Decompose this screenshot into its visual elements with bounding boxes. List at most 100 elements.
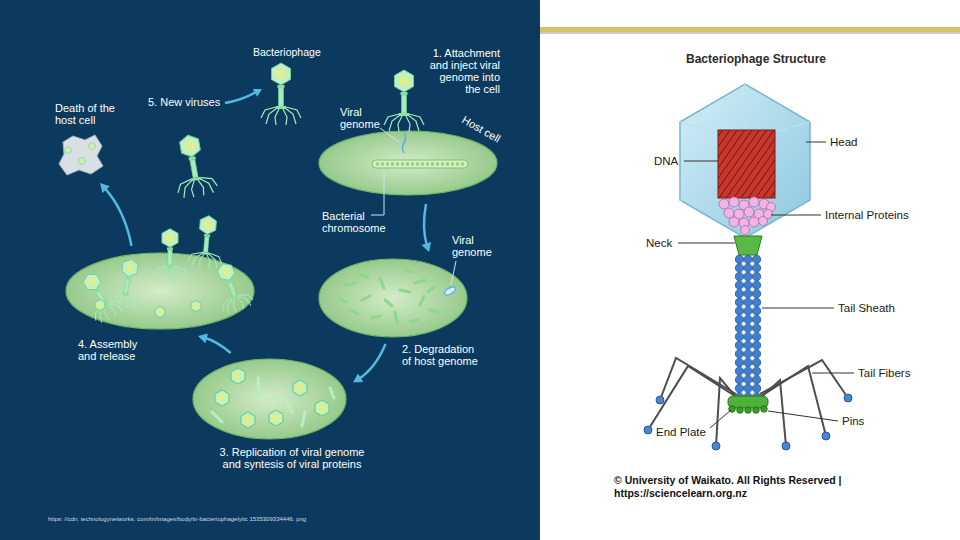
cell-contents-part-part [362,296,370,300]
illustration-part-part [744,207,754,217]
cell-contents-part-part [430,310,440,312]
illustration-part-part [741,226,750,235]
cell-contents-part-part [345,283,355,285]
illustration-part-part [768,411,838,421]
cell-remains-part [59,135,103,175]
illustration-part [729,406,768,414]
cell-contents-part [89,142,95,149]
part-label: End Plate [656,426,706,439]
arrow-head [353,374,363,383]
cell-ellipse [65,252,255,330]
cell-contents-part [107,257,147,311]
cycle-arrow [100,183,132,246]
cell-contents-part-part [360,275,368,277]
cell-contents-part-part [258,378,260,396]
cell-contents-part [212,378,334,426]
illustration-part [253,89,262,97]
cell-contents-part-part [350,310,358,314]
cell-contents-part [79,157,85,164]
source-url: https: //cdn. technologynetworks. com/tn… [48,516,306,523]
illustration-part [719,197,776,235]
illustration-part-part [844,394,852,402]
part-label: Neck [646,237,672,250]
cell-contents-part-part [410,320,418,322]
cell-contents-part-part [428,287,434,292]
arrow-line [424,204,427,246]
cell-contents-part-part [451,261,456,285]
illustration-part [735,255,761,397]
cell-ellipse-part [319,259,467,337]
illustration-part [718,130,775,198]
part-label: Viral genome [452,234,494,258]
illustration-part-part [753,407,760,414]
illustration-part-part [812,373,854,374]
step-caption: 3. Replication of viral genome and synte… [217,446,367,470]
illustration-part-part [644,426,652,434]
arrow-head [100,183,110,193]
cell-contents-part [376,163,464,166]
illustration-part [734,236,762,255]
cell-contents-part [95,299,105,310]
cell-contents-part-part [400,290,410,292]
illustration-part-part [762,308,834,309]
illustration-part-part [729,217,739,227]
illustration-part-part [729,197,739,207]
cell-contents-part-part [330,388,334,398]
part-label: Tail Fibers [858,367,910,380]
cell-contents-part-part [395,312,397,322]
illustration-part-part [678,243,735,244]
cell-contents-part-part [302,412,305,426]
part-label: Bacterial chromosome [322,210,388,234]
part-label: Internal Proteins [825,209,909,222]
accent-line [540,32,960,34]
illustration-part [168,132,218,200]
figure-title: Bacteriophage Structure [686,53,826,66]
cell-contents-part [315,400,329,416]
cell-contents-part [340,270,440,322]
part-label: Viral genome [340,106,382,130]
illustration-part-part [806,142,826,143]
cycle-arrow [198,334,231,353]
step-caption: 1. Attachment and inject viral genome in… [422,47,500,95]
part-label: Pins [842,415,864,428]
illustration-part [680,200,718,201]
cell-ellipse-part [66,253,254,329]
illustration-part [648,358,848,446]
illustration-part-part [759,217,768,226]
host-cell: 4. Assembly and release [65,252,255,330]
cycle-arrow [353,344,386,383]
cell-contents-part [153,229,187,282]
arrow-line [204,338,231,353]
cell-contents-part [187,214,225,269]
cell-contents-part [155,306,165,317]
cell-ellipse-part [193,359,346,439]
cell-contents-part-part [385,300,392,306]
illustration-part [644,394,852,450]
dead-cell: Death of the host cell [55,132,105,177]
illustration-part-part [749,217,759,227]
cell-contents-part [208,258,255,316]
arrow-head [422,242,432,252]
part-label: Head [830,136,858,149]
cell-contents-part [372,160,468,168]
cell-contents-part [231,368,245,384]
cell-contents-part-part [371,172,384,215]
cell-contents-part-part [285,398,292,412]
step-caption: 5. New viruses [148,96,220,108]
cell-contents-part-part [380,278,384,288]
illustration-part [678,142,854,428]
cell-contents-part [215,390,229,406]
illustration-part-part [782,442,790,450]
step-caption: 4. Assembly and release [78,338,148,362]
cell-contents-part-part [420,296,424,305]
illustration-part-part [745,407,752,414]
illustration-part-part [684,161,718,162]
illustration-part-part [712,442,720,450]
cell-contents-part-part [268,398,276,400]
cell-contents-part [269,410,283,426]
illustration-part-part [648,366,738,430]
illustration-part-part [737,407,744,414]
cell-contents-part-part [372,316,380,318]
illustration-part-part [761,406,768,413]
